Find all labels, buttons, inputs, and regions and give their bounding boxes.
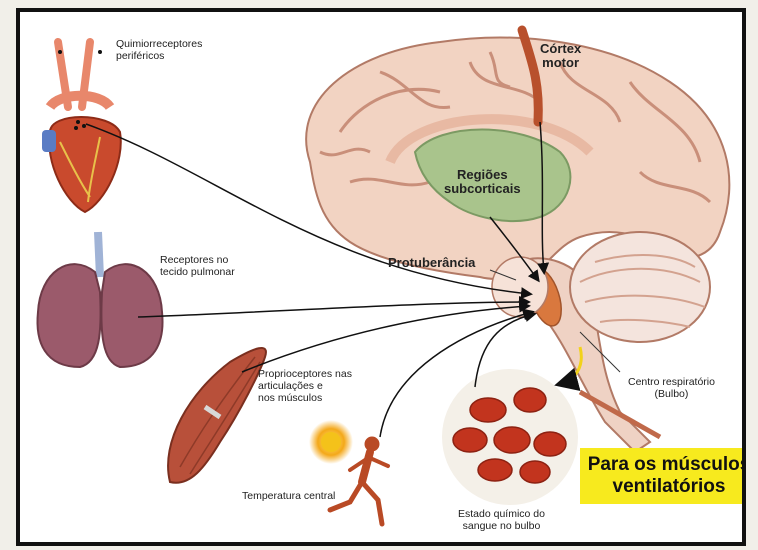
arrow-lungs — [138, 302, 528, 317]
label-motor-cortex: Córtex motor — [540, 42, 581, 70]
label-respiratory-center: Centro respiratório (Bulbo) — [628, 376, 715, 400]
callout-ventilatory-muscles: Para os músculos ventilatórios — [580, 448, 746, 504]
arrow-muscles — [242, 306, 528, 372]
label-blood-chemistry: Estado químico do sangue no bulbo — [458, 508, 545, 532]
label-subcortical: Regiões subcorticais — [444, 168, 521, 196]
diagram-frame: Quimiorreceptores periféricos Córtex mot… — [16, 8, 746, 546]
label-proprioceptors: Proprioceptores nas articulações e nos m… — [258, 368, 352, 404]
cerebellum — [570, 232, 710, 342]
label-chemoreceptors: Quimiorreceptores periféricos — [116, 38, 202, 62]
blood-cells-icon — [442, 369, 578, 505]
lungs-icon — [37, 232, 162, 367]
label-lung-receptors: Receptores no tecido pulmonar — [160, 254, 235, 278]
callout-text: Para os músculos ventilatórios — [588, 454, 746, 497]
label-pons: Protuberância — [388, 256, 475, 270]
label-core-temperature: Temperatura central — [242, 490, 335, 502]
heart-icon — [42, 42, 121, 212]
